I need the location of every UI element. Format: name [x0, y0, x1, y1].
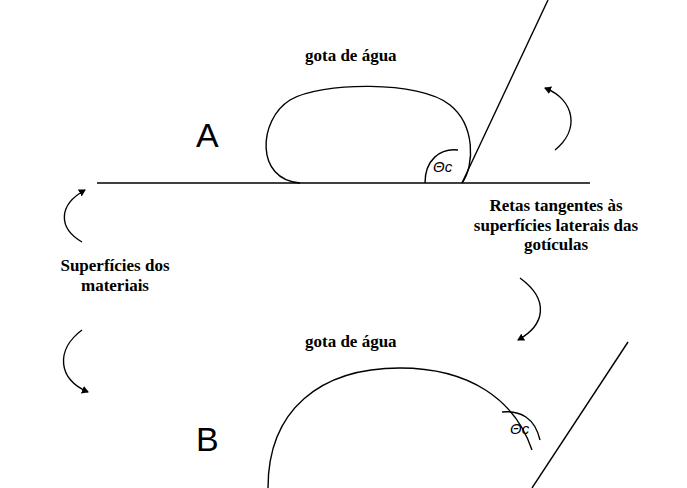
- drop-caption: gota de água: [305, 46, 397, 66]
- water-drop: [266, 86, 471, 183]
- callout-text: Superfícies dos materiais: [40, 256, 190, 295]
- drop-caption: gota de água: [305, 332, 397, 352]
- tangent-line: [462, 0, 548, 183]
- figure-letter: A: [196, 116, 219, 155]
- angle-arc: [425, 150, 458, 183]
- pointer-arrow: [545, 88, 571, 150]
- angle-arc: [502, 412, 540, 440]
- callout-text: Retas tangentes às superfícies laterais …: [456, 196, 656, 255]
- water-drop: [268, 368, 532, 488]
- material-surface: [97, 182, 590, 183]
- pointer-arrow: [63, 330, 88, 392]
- figure-letter: B: [196, 420, 219, 459]
- pointer-arrow: [518, 278, 540, 340]
- pointer-arrow: [64, 190, 85, 242]
- angle-symbol: Θc: [510, 420, 529, 437]
- tangent-line: [532, 342, 628, 488]
- angle-symbol: Θc: [433, 158, 452, 175]
